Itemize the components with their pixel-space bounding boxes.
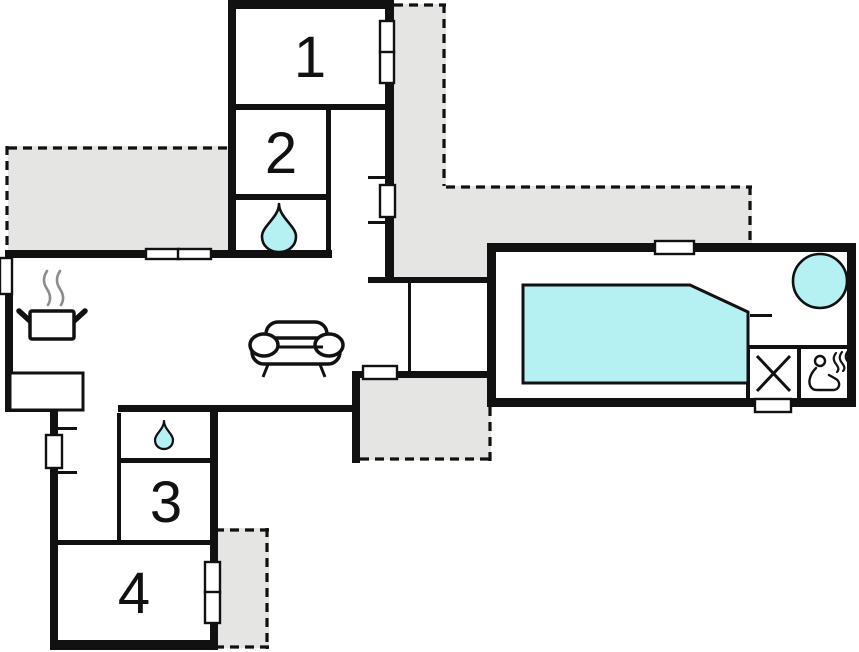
sofa-icon [248,320,345,378]
window [203,560,222,595]
windows [0,19,793,625]
pot-handle [16,308,33,324]
sauna-person-body [808,366,841,392]
sofa-armrest [313,332,345,358]
terrace-top-left [8,146,228,254]
window [753,397,793,414]
sauna-steam-line [838,350,846,373]
swimming-pool [521,283,750,385]
room-1-label: 1 [294,25,326,90]
room-3-label: 3 [150,470,182,535]
room-4-label: 4 [118,561,150,626]
x-marker-icon [755,354,792,393]
window [203,590,222,625]
steam-line [55,269,65,307]
sauna-person-icon [808,349,852,392]
window [378,19,396,55]
sauna-steam-line [832,351,840,374]
window [653,239,696,256]
pot-body [28,309,76,341]
hot-tub-icon [791,252,849,310]
cooking-pot-icon [16,269,88,341]
sauna-person-head [813,354,827,368]
room-2-label: 2 [265,121,297,186]
steam-line [42,269,52,307]
terrace-bottom [215,528,269,648]
terrace-dashed-border [5,3,752,649]
terrace-right [394,4,752,278]
entry-porch-area [360,378,491,460]
window [44,433,64,470]
water-drop-icon [153,419,175,451]
window [176,247,213,261]
window [378,183,397,219]
kitchen-counter [8,371,85,412]
pot-handle [71,308,88,324]
water-drop-icon [260,202,298,254]
sofa-armrest [248,332,280,358]
walls [5,0,856,650]
window [0,256,14,296]
window [378,50,396,85]
window [144,247,181,261]
terraces [8,4,752,648]
window [361,364,399,381]
sauna-steam-line [844,349,852,372]
x-lines [755,354,792,393]
